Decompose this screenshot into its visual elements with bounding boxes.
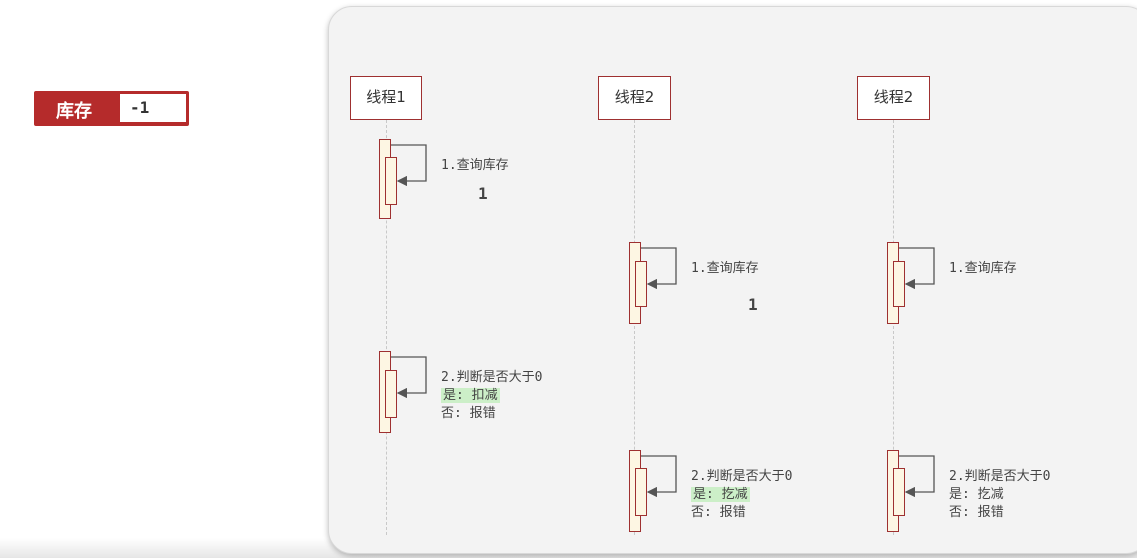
self-call-arrow-t1-judge [391,356,427,399]
query-result-t1: 1 [478,184,488,203]
stock-value: -1 [120,94,186,122]
lifeline-2 [634,120,635,535]
message-t1-judge-line: 2.判断是否大于0 [441,370,543,385]
self-call-arrow-t3-query [899,247,935,290]
message-t2-no: 否: 报错 [691,505,746,520]
activation-bar-t3-judge-inner [893,468,905,516]
sequence-diagram-panel [328,6,1137,554]
message-t3-yes: 是: 扢减 [949,487,1004,502]
message-t2-yes: 是: 扢减 [691,487,750,502]
self-call-arrow-t1-query [391,144,427,187]
message-t1-judge: 2.判断是否大于0 是: 扣减 否: 报错 [441,369,542,423]
message-t1-query: 1.查询库存 [441,158,509,173]
stock-badge: 库存 -1 [34,91,189,126]
lifeline-3 [893,120,894,535]
activation-bar-t1-judge-inner [385,370,397,418]
message-t1-yes: 是: 扣减 [441,388,500,403]
thread-box-1: 线程1 [350,76,422,120]
stock-label: 库存 [56,101,92,122]
activation-bar-t2-query-inner [635,261,647,307]
message-t3-judge: 2.判断是否大于0 是: 扢减 否: 报错 [949,468,1050,522]
message-t1-no: 否: 报错 [441,406,496,421]
activation-bar-t1-query-inner [385,157,397,205]
message-t3-query: 1.查询库存 [949,261,1017,276]
message-t2-judge: 2.判断是否大于0 是: 扢减 否: 报错 [691,468,792,522]
activation-bar-t2-judge-inner [635,468,647,516]
message-t3-judge-line: 2.判断是否大于0 [949,469,1051,484]
lifeline-1 [386,120,387,535]
self-call-arrow-t2-judge [641,455,677,498]
activation-bar-t3-query-inner [893,261,905,307]
thread-box-2: 线程2 [598,76,671,120]
message-t2-query: 1.查询库存 [691,261,759,276]
self-call-arrow-t3-judge [899,455,935,498]
message-t2-judge-line: 2.判断是否大于0 [691,469,793,484]
self-call-arrow-t2-query [641,247,677,290]
thread-box-3: 线程2 [857,76,930,120]
query-result-t2: 1 [748,295,758,314]
message-t3-no: 否: 报错 [949,505,1004,520]
